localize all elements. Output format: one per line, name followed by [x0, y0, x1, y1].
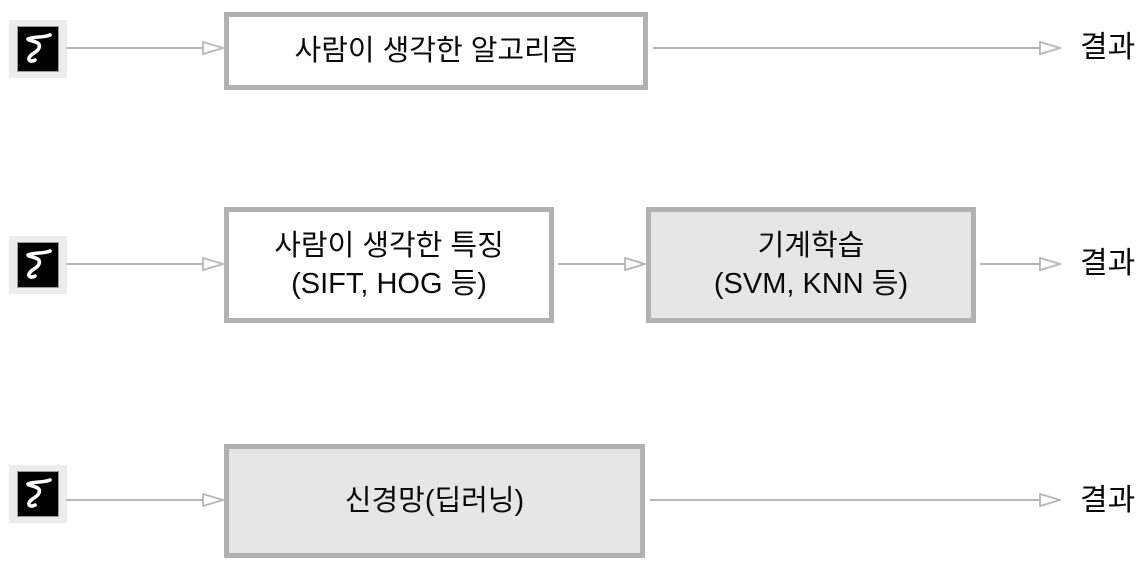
arrow-shaft	[650, 499, 1043, 501]
result-label: 결과	[1080, 247, 1136, 280]
result-label: 결과	[1080, 31, 1136, 64]
mnist-digit-5-canvas	[17, 242, 59, 288]
flow-arrow	[66, 492, 224, 508]
process-box-machine-learning: 기계학습 (SVM, KNN 등)	[646, 207, 976, 323]
arrowhead-icon	[1039, 40, 1061, 56]
flow-arrow	[66, 256, 224, 272]
box-label: 신경망(딥러닝)	[344, 485, 525, 517]
arrow-shaft	[653, 47, 1043, 49]
mnist-digit-5-canvas	[17, 471, 59, 517]
box-label: 사람이 생각한 알고리즘	[294, 35, 578, 67]
mnist-digit-5-icon	[9, 20, 67, 78]
arrowhead-icon	[624, 256, 646, 272]
result-label: 결과	[1080, 484, 1136, 517]
box-sublabel: (SIFT, HOG 등)	[291, 268, 487, 300]
arrowhead-icon	[202, 40, 224, 56]
mnist-digit-5-icon	[9, 236, 67, 294]
process-box-algorithm: 사람이 생각한 알고리즘	[224, 12, 648, 90]
process-box-neural-network: 신경망(딥러닝)	[224, 444, 645, 558]
box-label: 사람이 생각한 특징	[274, 230, 504, 262]
arrow-shaft	[66, 47, 206, 49]
flow-arrow	[980, 256, 1061, 272]
arrow-shaft	[66, 499, 206, 501]
flow-arrow	[650, 492, 1061, 508]
mnist-digit-5-canvas	[17, 26, 59, 72]
arrowhead-icon	[202, 256, 224, 272]
process-box-features: 사람이 생각한 특징 (SIFT, HOG 등)	[224, 207, 554, 323]
box-label: 기계학습	[757, 230, 865, 262]
arrow-shaft	[980, 263, 1043, 265]
box-sublabel: (SVM, KNN 등)	[713, 268, 909, 300]
arrow-shaft	[558, 263, 628, 265]
flow-arrow	[558, 256, 646, 272]
flow-arrow	[653, 40, 1061, 56]
mnist-digit-5-icon	[9, 465, 67, 523]
arrowhead-icon	[202, 492, 224, 508]
arrowhead-icon	[1039, 256, 1061, 272]
arrowhead-icon	[1039, 492, 1061, 508]
arrow-shaft	[66, 263, 206, 265]
flow-arrow	[66, 40, 224, 56]
